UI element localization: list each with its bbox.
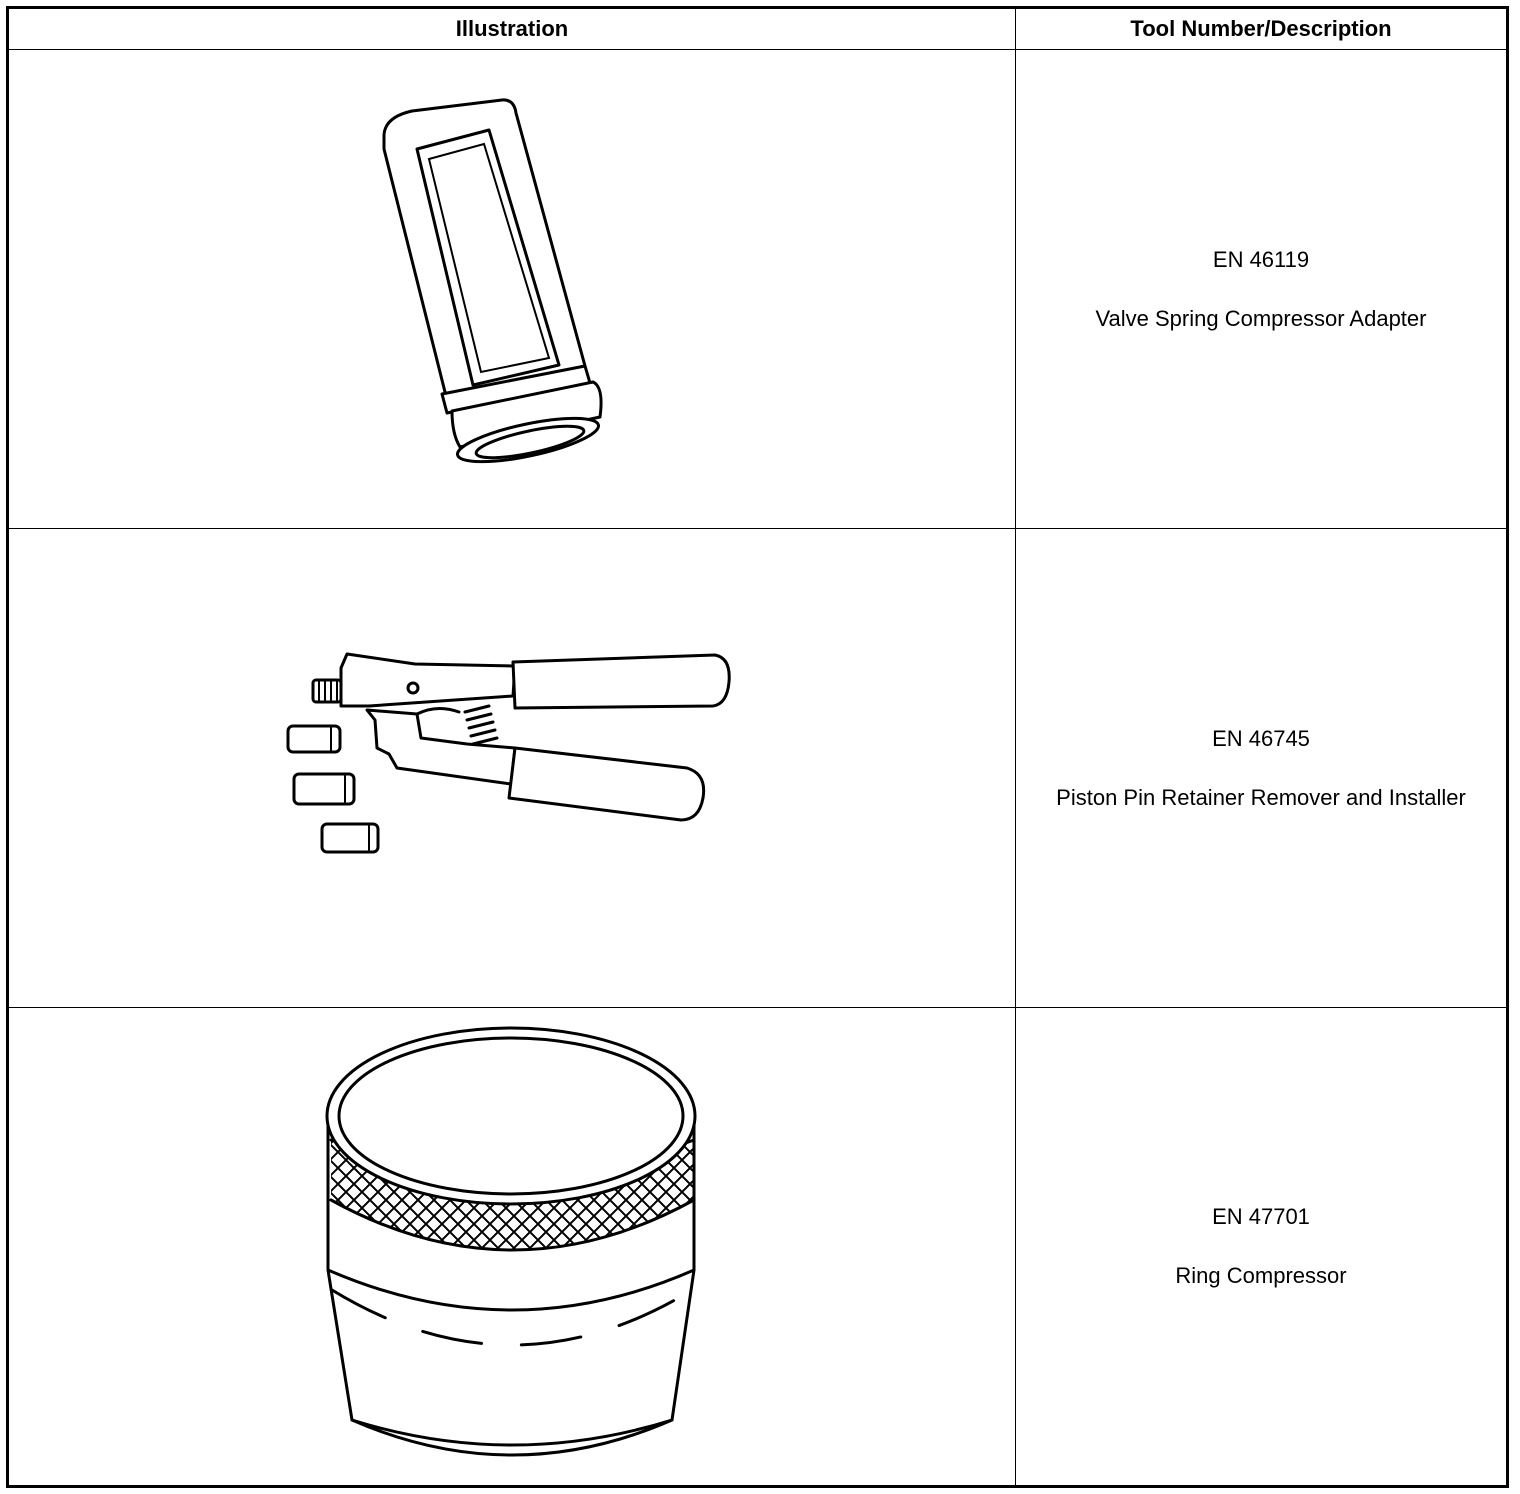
tool-description: Piston Pin Retainer Remover and Installe… <box>1056 784 1466 810</box>
illustration-cell <box>7 528 1016 1008</box>
ring-compressor-illustration <box>325 1026 697 1456</box>
tool-number: EN 46119 <box>1212 246 1310 272</box>
table-row: EN 47701 Ring Compressor <box>7 1007 1508 1487</box>
tool-description: Ring Compressor <box>1175 1263 1347 1288</box>
table-row: EN 46745 Piston Pin Retainer Remover and… <box>7 528 1508 1008</box>
illustration-cell <box>7 1007 1016 1487</box>
piston-pin-retainer-tool-illustration <box>286 652 731 854</box>
special-tools-table: Illustration Tool Number/Description <box>6 6 1509 1488</box>
header-illustration: Illustration <box>7 7 1016 50</box>
description-cell: EN 47701 Ring Compressor <box>1015 1007 1508 1487</box>
header-row: Illustration Tool Number/Description <box>7 7 1508 50</box>
illustration-cell <box>7 49 1016 529</box>
tool-number: EN 47701 <box>1212 1204 1310 1229</box>
header-tool-number-description: Tool Number/Description <box>1015 7 1508 50</box>
tool-number: EN 46745 <box>1212 725 1310 751</box>
description-cell: EN 46745 Piston Pin Retainer Remover and… <box>1015 528 1508 1008</box>
table-row: EN 46119 Valve Spring Compressor Adapter <box>7 49 1508 529</box>
valve-spring-compressor-adapter-illustration <box>382 98 603 464</box>
tool-description: Valve Spring Compressor Adapter <box>1095 305 1427 331</box>
description-cell: EN 46119 Valve Spring Compressor Adapter <box>1015 49 1508 529</box>
